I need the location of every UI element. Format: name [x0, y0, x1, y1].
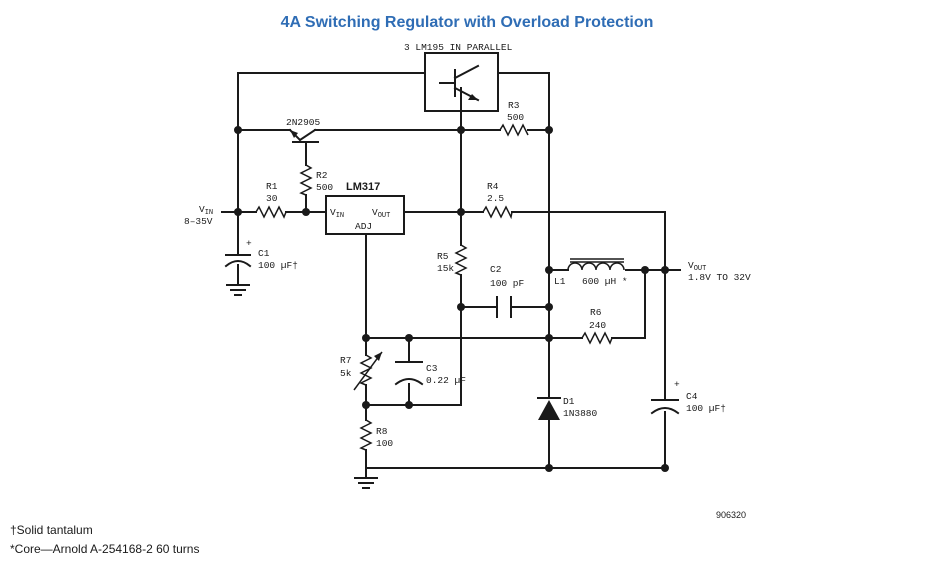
svg-text:R1: R1 [266, 181, 278, 192]
diode-d1 [537, 397, 561, 420]
ic-adj-label: ADJ [355, 221, 372, 232]
svg-text:2.5: 2.5 [487, 193, 504, 204]
parallel-label: 3 LM195 IN PARALLEL [404, 42, 513, 53]
svg-text:R5: R5 [437, 251, 449, 262]
capacitor-c4 [650, 399, 680, 415]
svg-text:30: 30 [266, 193, 278, 204]
svg-text:600 µH *: 600 µH * [582, 276, 628, 287]
svg-text:C1: C1 [258, 248, 270, 259]
ic-name: LM317 [346, 181, 380, 193]
figure-id: 906320 [716, 510, 747, 520]
svg-text:C4: C4 [686, 391, 698, 402]
q1-transistor [288, 128, 319, 151]
diagram-title: 4A Switching Regulator with Overload Pro… [280, 14, 654, 31]
capacitor-c1 [224, 254, 252, 268]
svg-text:8–35V: 8–35V [184, 216, 213, 227]
svg-text:L1: L1 [554, 276, 566, 287]
svg-text:+: + [674, 379, 680, 390]
footnote-core: *Core—Arnold A-254168-2 60 turns [10, 542, 200, 556]
resistor-r8 [359, 419, 373, 451]
lm195-transistor [424, 52, 499, 112]
svg-text:15k: 15k [437, 263, 454, 274]
junctions [234, 126, 669, 472]
capacitor-c2 [496, 296, 512, 318]
resistor-r4 [482, 205, 513, 220]
resistor-r3 [499, 123, 529, 137]
ground-c1 [226, 284, 250, 296]
svg-text:500: 500 [507, 112, 524, 123]
svg-text:VIN: VIN [330, 207, 344, 220]
svg-text:240: 240 [589, 320, 606, 331]
wires [221, 72, 681, 479]
svg-text:VOUT: VOUT [372, 207, 390, 220]
capacitor-c3 [394, 361, 424, 386]
svg-text:C2: C2 [490, 264, 502, 275]
inductor-l1 [567, 258, 625, 271]
svg-text:+: + [246, 238, 252, 249]
svg-text:VIN: VIN [199, 204, 213, 217]
svg-text:C3: C3 [426, 363, 438, 374]
resistor-r1 [255, 205, 287, 219]
svg-text:1N3880: 1N3880 [563, 408, 598, 419]
svg-text:0.22 µF: 0.22 µF [426, 375, 466, 386]
svg-text:1.8V TO 32V: 1.8V TO 32V [688, 272, 751, 283]
resistor-r7-variable [353, 351, 383, 391]
resistor-r2 [299, 164, 313, 196]
resistor-r5 [454, 244, 468, 276]
footnote-tantalum: †Solid tantalum [10, 523, 93, 537]
svg-text:100 µF†: 100 µF† [258, 260, 298, 271]
ground-r8 [354, 477, 378, 489]
svg-text:100 µF†: 100 µF† [686, 403, 726, 414]
svg-text:R3: R3 [508, 100, 520, 111]
lm317-ic: VIN VOUT ADJ LM317 [325, 181, 405, 235]
svg-text:R6: R6 [590, 307, 602, 318]
svg-text:5k: 5k [340, 368, 352, 379]
resistor-r6 [581, 331, 613, 345]
svg-text:100: 100 [376, 438, 393, 449]
q1-label: 2N2905 [286, 117, 321, 128]
svg-text:500: 500 [316, 182, 333, 193]
svg-text:R7: R7 [340, 355, 351, 366]
svg-text:R2: R2 [316, 170, 328, 181]
svg-text:100 pF: 100 pF [490, 278, 525, 289]
svg-text:VOUT: VOUT [688, 260, 706, 273]
svg-text:R4: R4 [487, 181, 499, 192]
svg-text:R8: R8 [376, 426, 388, 437]
component-labels: 3 LM195 IN PARALLEL 2N2905 R1 30 R2 500 … [184, 42, 751, 449]
svg-text:D1: D1 [563, 396, 575, 407]
